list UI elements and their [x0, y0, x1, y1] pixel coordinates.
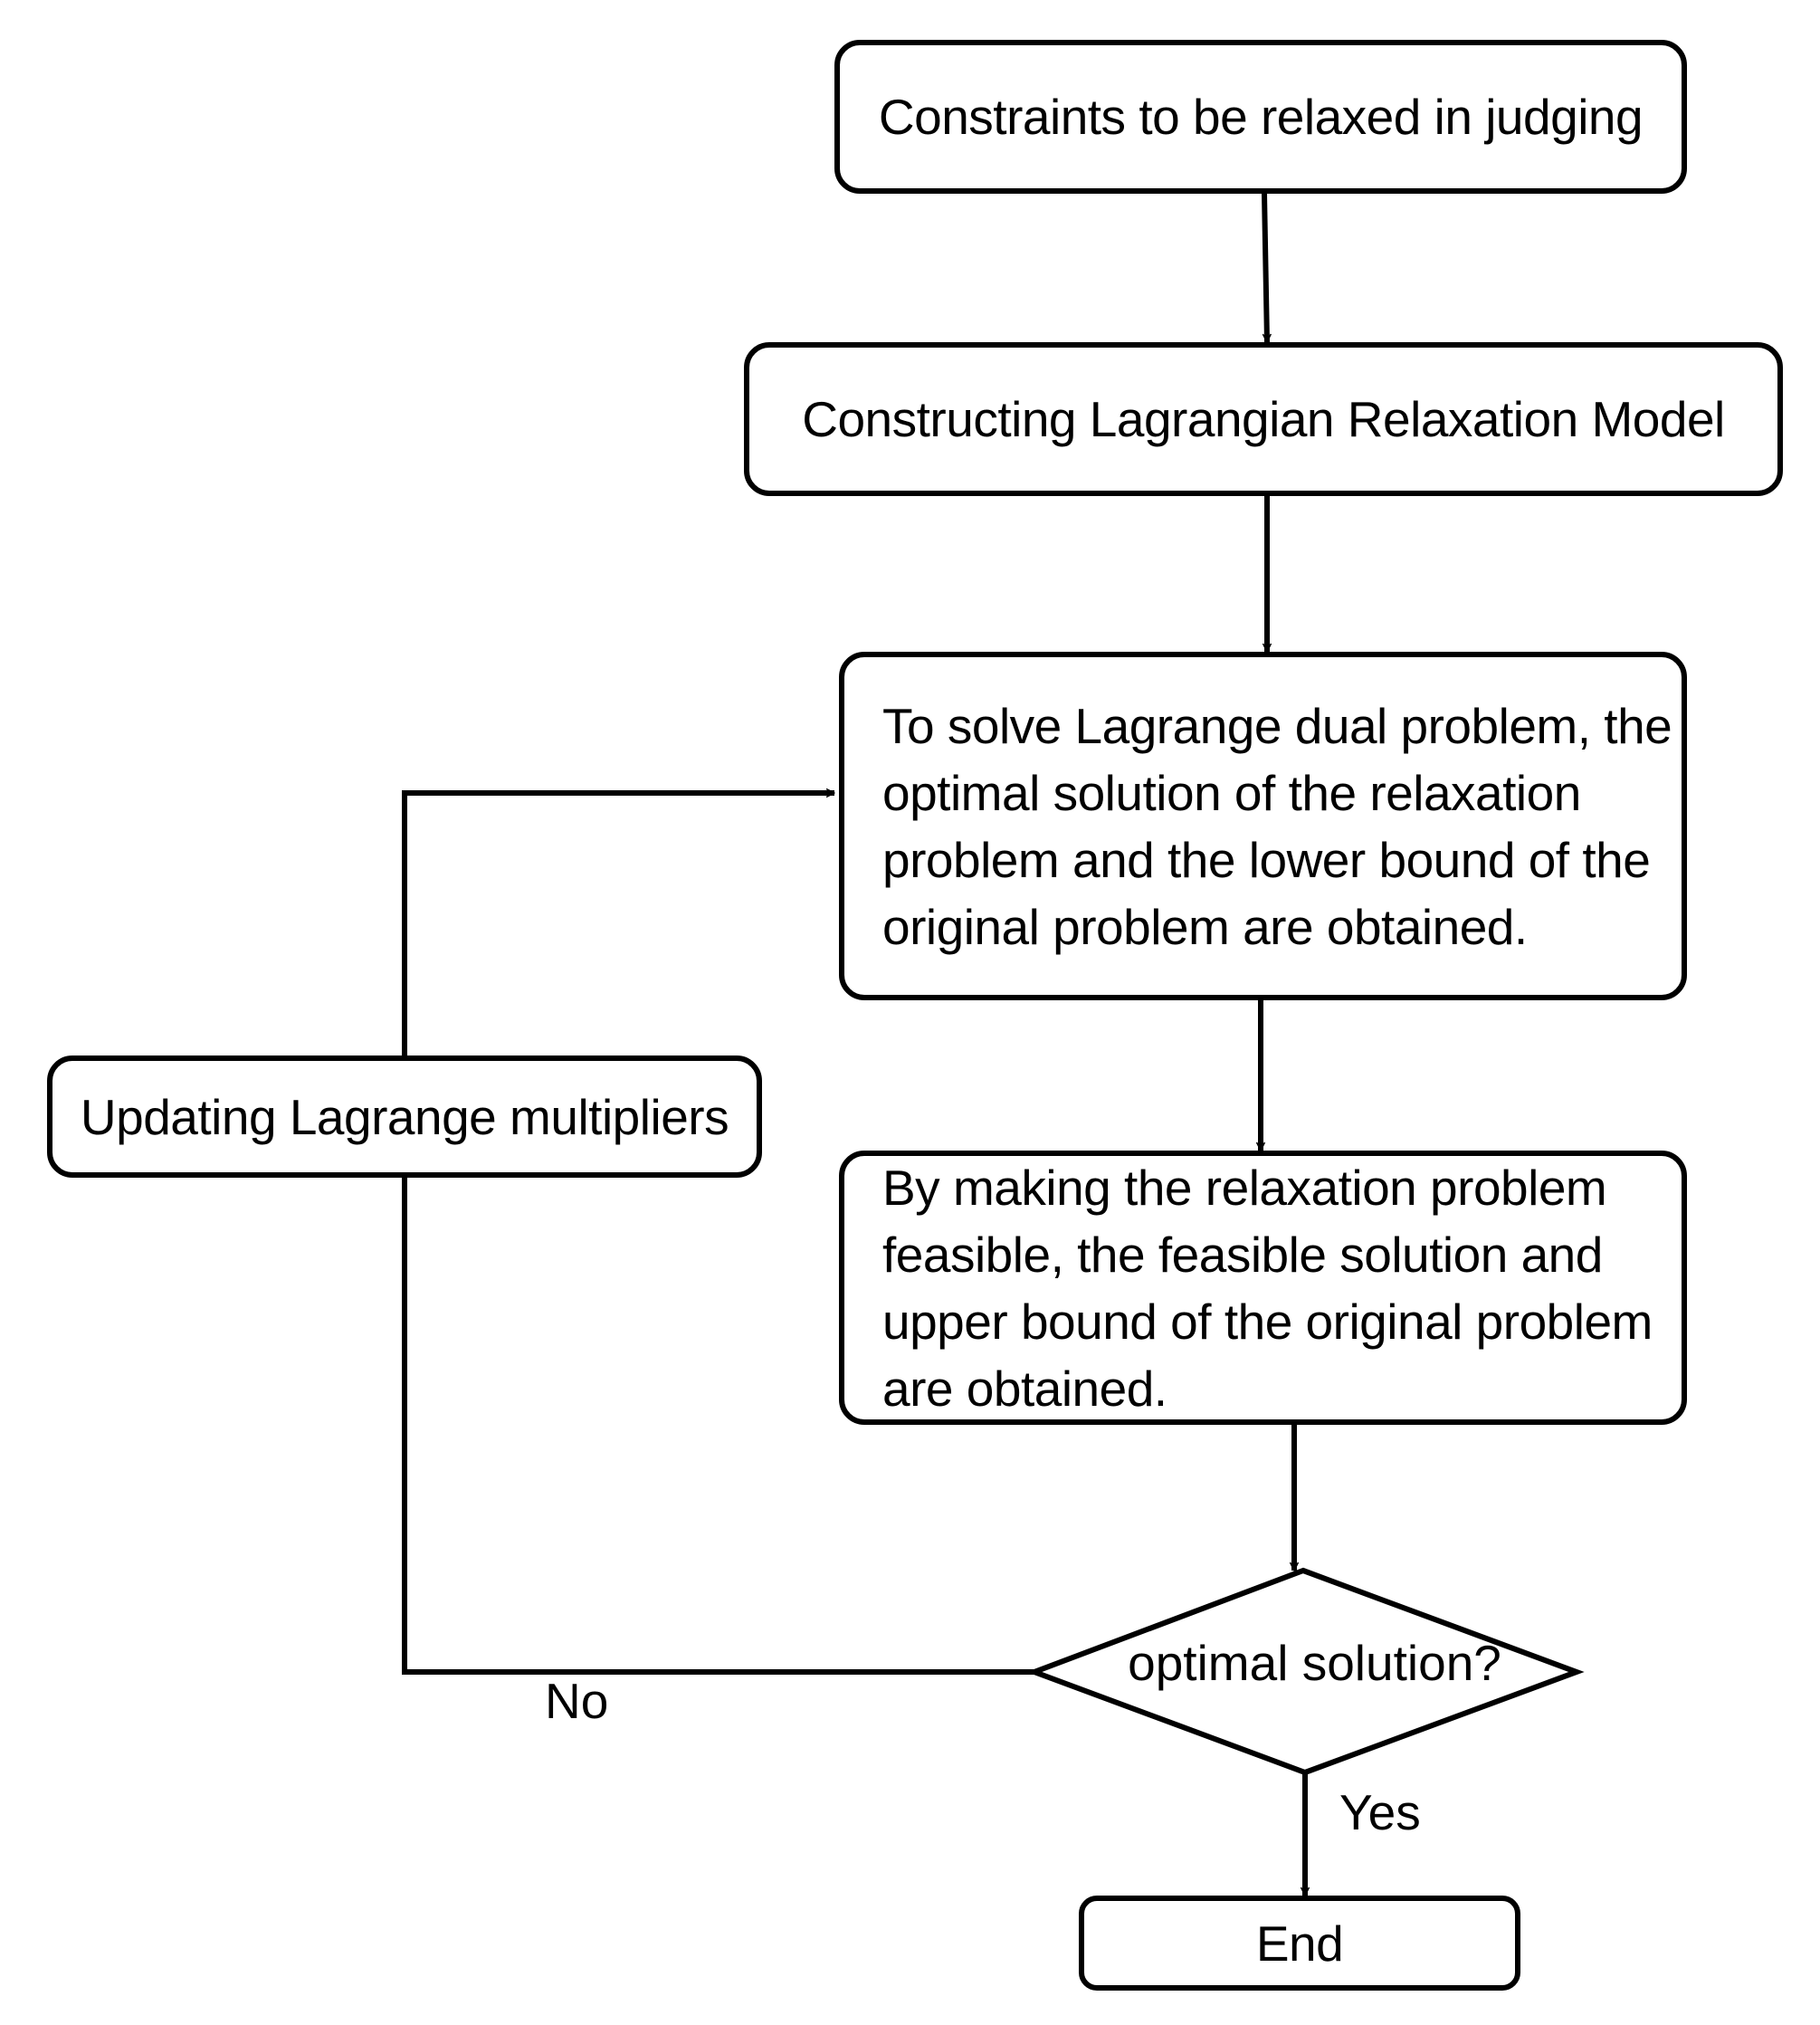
step-end-label: End — [1255, 1915, 1344, 1972]
step-make-feasible: By making the relaxation problem feasibl… — [839, 1151, 1687, 1425]
step-solve-dual: To solve Lagrange dual problem, the opti… — [839, 652, 1687, 1000]
step-update-multipliers-label: Updating Lagrange multipliers — [80, 1088, 729, 1145]
arrow-decision-to-update — [402, 1178, 1034, 1675]
step-construct-model-label: Constructing Lagrangian Relaxation Model — [802, 391, 1725, 447]
step-make-feasible-label: By making the relaxation problem feasibl… — [882, 1159, 1653, 1417]
step-construct-model: Constructing Lagrangian Relaxation Model — [744, 342, 1783, 496]
arrow-relax-to-construct — [1262, 193, 1267, 342]
decision-label: optimal solution? — [1128, 1635, 1501, 1691]
step-relax-constraints-label: Constraints to be relaxed in judging — [878, 89, 1644, 145]
step-end: End — [1079, 1896, 1520, 1991]
edge-label-yes: Yes — [1339, 1784, 1421, 1840]
step-solve-dual-label: To solve Lagrange dual problem, the opti… — [882, 697, 1672, 955]
decision-diamond — [1026, 1567, 1585, 1776]
step-update-multipliers: Updating Lagrange multipliers — [47, 1055, 762, 1178]
step-relax-constraints: Constraints to be relaxed in judging — [834, 40, 1687, 194]
edge-label-no: No — [545, 1673, 609, 1729]
arrow-update-to-solve — [402, 793, 834, 1055]
